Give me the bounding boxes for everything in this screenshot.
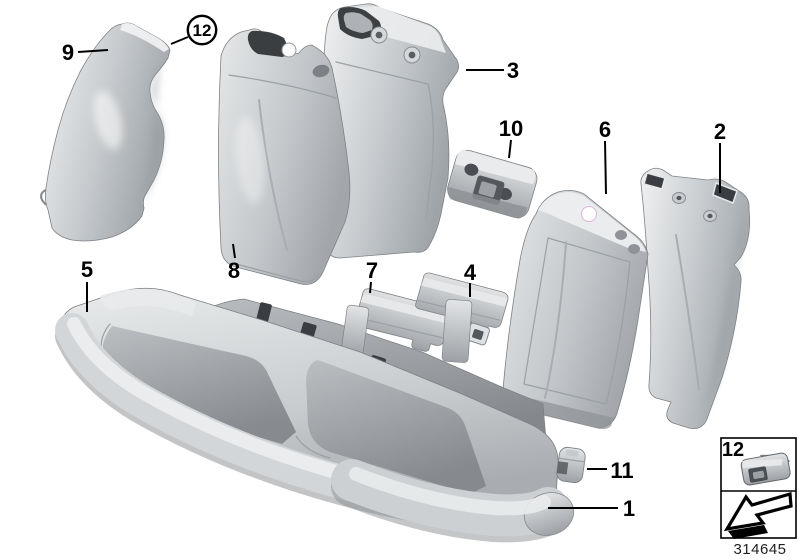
leader-line-10 — [508, 139, 512, 159]
part-6-seam — [523, 237, 631, 405]
part-3-cutout-inner — [343, 12, 373, 33]
callout-6[interactable]: 6 — [599, 117, 611, 195]
leader-line-9 — [77, 49, 109, 53]
part-2-right-shade — [706, 210, 745, 414]
callout-12-circle — [186, 14, 218, 46]
part-6-crease — [544, 241, 567, 399]
headrest-guide-post-2 — [441, 299, 473, 363]
direction-arrow-icon — [723, 491, 793, 539]
part-10-window-inner — [478, 181, 497, 198]
callout-12-label: 12 — [193, 21, 212, 40]
callout-8-label: 8 — [228, 258, 240, 283]
leader-line-12 — [170, 36, 189, 45]
part-10-latch-cover — [447, 149, 538, 219]
callout-5[interactable]: 5 — [81, 257, 93, 312]
latch-hole — [256, 302, 272, 324]
part-2-slot-left — [643, 172, 666, 190]
arrow-outline — [723, 491, 793, 532]
part-10-bottom-shade — [447, 186, 528, 219]
part-8-seam-band — [228, 74, 337, 99]
callout-12-circled[interactable]: 12 — [170, 14, 218, 46]
part-6-hole-1 — [615, 230, 627, 240]
part-9-sheen — [93, 90, 123, 150]
callout-10[interactable]: 10 — [499, 116, 523, 159]
callout-11[interactable]: 11 — [587, 458, 634, 483]
callout-1-label: 1 — [623, 496, 635, 521]
part-3-boss-2-hole — [408, 51, 416, 59]
part-4-top-face — [421, 277, 508, 307]
part-10-top-face — [455, 149, 536, 185]
part-9-hook — [40, 189, 47, 206]
part-6-body — [502, 190, 649, 429]
arrow-base-bar — [728, 525, 768, 539]
callout-3[interactable]: 3 — [466, 58, 519, 83]
clip-icon-top-highlight — [742, 458, 783, 469]
callout-4-label: 4 — [464, 260, 477, 285]
part-5-left-hump-highlight — [100, 288, 196, 316]
part-11-clip — [556, 446, 586, 484]
callout-2-label: 2 — [714, 119, 726, 144]
callout-4[interactable]: 4 — [464, 260, 477, 297]
callout-11-label: 11 — [610, 458, 633, 483]
part-8-backrest-cover-left — [218, 28, 351, 285]
callout-6-label: 6 — [599, 117, 611, 142]
part-5-piping-1 — [295, 435, 331, 459]
clip-icon-slot-inner — [752, 470, 765, 480]
belt-guide-bracket — [465, 322, 491, 346]
part-9-top-edge-highlight — [120, 23, 169, 52]
part-6-hole-white — [581, 206, 597, 222]
part-9-right-shade — [144, 60, 163, 206]
clip-fastener-icon — [740, 452, 791, 486]
legend-box: 12 — [720, 437, 797, 539]
part-2-recess-1-hole — [676, 195, 682, 201]
callout-1[interactable]: 1 — [548, 496, 635, 521]
bench-assembly — [55, 287, 575, 543]
callout-7-label: 7 — [366, 258, 378, 283]
callout-5-label: 5 — [81, 257, 93, 282]
part-8-hole-oval — [312, 64, 330, 78]
belt-guide-slot — [472, 329, 484, 340]
part-1-bolster-highlight — [349, 467, 551, 516]
part-10-hole-1 — [464, 163, 479, 176]
callout-10-label: 10 — [499, 116, 523, 141]
part-11-slot — [556, 461, 569, 475]
leader-line-7 — [369, 281, 372, 294]
part-6-hole-2 — [628, 244, 640, 254]
part-2-crease — [675, 234, 700, 391]
part-8-sheen — [235, 116, 265, 204]
callout-8[interactable]: 8 — [228, 243, 240, 283]
part-11-band — [558, 457, 586, 463]
legend-item-number: 12 — [722, 439, 744, 461]
part-8-hole-white — [281, 42, 297, 58]
diagram-part-number: 314645 — [733, 541, 786, 558]
callout-3-label: 3 — [507, 58, 519, 83]
part-3-seam — [335, 61, 434, 219]
callout-9-label: 9 — [62, 40, 74, 65]
leader-line-6 — [604, 140, 607, 195]
part-3-backrest-foam-left — [322, 3, 459, 259]
part-3-boss-1-hole — [375, 31, 383, 39]
part-8-crease — [258, 99, 288, 251]
part-9-side-bolster-cover — [40, 22, 171, 242]
part-7-top-face — [360, 293, 451, 324]
part-2-backrest-foam-right — [640, 167, 751, 429]
part-7-edge — [356, 316, 444, 339]
part-11-cap — [565, 449, 579, 457]
part-8-headrest-cutout — [247, 30, 289, 57]
part-2-body — [640, 167, 751, 429]
callout-7[interactable]: 7 — [366, 258, 378, 294]
callout-9[interactable]: 9 — [62, 40, 109, 65]
part-8-bottom-fold — [235, 263, 318, 283]
leader-line-8 — [232, 243, 236, 259]
part-5-inset-panel-right — [306, 360, 486, 494]
part-5-inset-panel-left — [102, 326, 296, 444]
callout-2[interactable]: 2 — [714, 119, 726, 193]
part-2-recess-2-hole — [707, 213, 713, 219]
